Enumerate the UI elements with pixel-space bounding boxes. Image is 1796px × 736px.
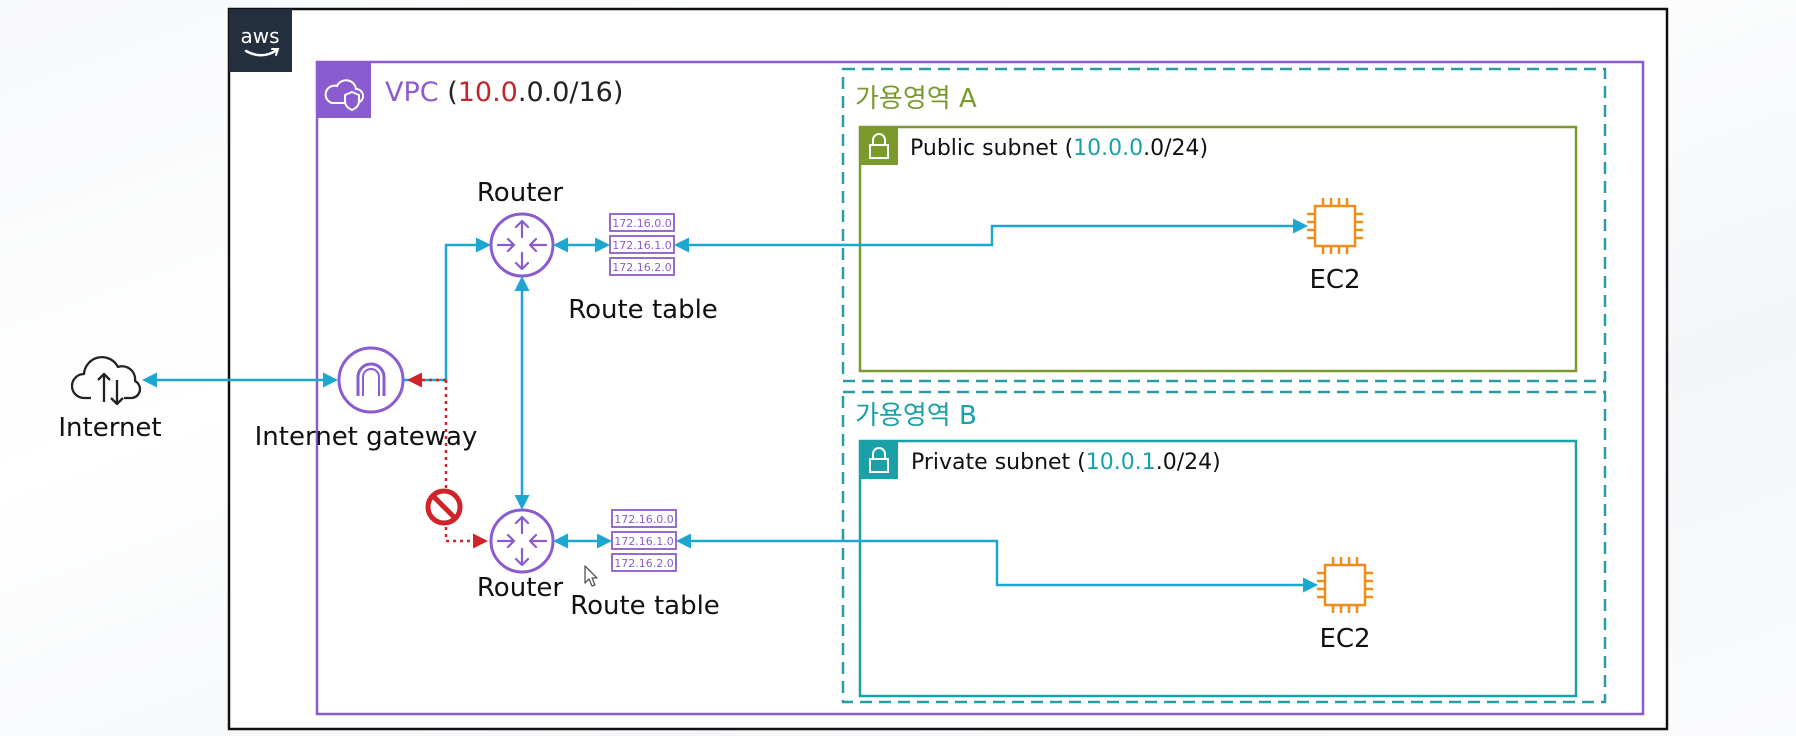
vpc-boundary: [315, 60, 1645, 716]
availability-zone-b: [841, 390, 1607, 704]
availability-zone-a: [841, 67, 1607, 383]
route-table-top-label: Route table: [568, 295, 718, 325]
cloud-updown-icon: [70, 356, 142, 406]
vpc-cloud-shield-icon: [317, 62, 371, 118]
vpc-title: VPC (10.0.0.0/16): [385, 77, 623, 108]
route-table-top: 172.16.0.0 172.16.1.0 172.16.2.0: [609, 213, 675, 276]
routetable-ec2-public-link: [674, 218, 1308, 253]
route-entry: 172.16.0.0: [612, 217, 671, 230]
connections: [142, 218, 1318, 593]
route-entry: 172.16.1.0: [614, 535, 673, 548]
blocked-path: [407, 372, 488, 549]
ec2-chip-icon: [1317, 557, 1373, 613]
vpc-name: VPC: [385, 77, 439, 108]
private-subnet-title: Private subnet (10.0.1.0/24): [911, 450, 1221, 475]
route-table-bottom-label: Route table: [570, 591, 720, 621]
aws-logo: aws: [229, 9, 292, 72]
private-subnet-cidr-highlight: 10.0.1: [1086, 450, 1156, 475]
routetable-ec2-private-link: [676, 533, 1318, 593]
route-entry: 172.16.1.0: [612, 239, 671, 252]
az-a-label: 가용영역 A: [855, 84, 977, 114]
router-bottom-label: Router: [477, 573, 563, 603]
public-subnet-cidr-highlight: 10.0.0: [1073, 136, 1143, 161]
route-entry: 172.16.2.0: [612, 261, 671, 274]
internet-gateway-icon: [337, 346, 405, 414]
mouse-cursor-icon: [584, 565, 598, 587]
ec2-chip-icon: [1307, 198, 1363, 254]
route-table-bottom: 172.16.0.0 172.16.1.0 172.16.2.0: [611, 509, 677, 572]
aws-cloud-frame: [227, 7, 1669, 731]
router-icon: [489, 212, 555, 278]
router-icon: [489, 508, 555, 574]
ec2-public-label: EC2: [1309, 265, 1360, 295]
internet-label: Internet: [58, 413, 161, 443]
route-entry: 172.16.2.0: [614, 557, 673, 570]
aws-logo-text: aws: [240, 24, 279, 48]
public-subnet-title: Public subnet (10.0.0.0/24): [910, 136, 1208, 161]
route-entry: 172.16.0.0: [614, 513, 673, 526]
lock-icon: [860, 127, 898, 165]
internet-gateway-label: Internet gateway: [255, 422, 478, 452]
vpc-cidr-highlight: 10.0: [458, 77, 518, 108]
no-entry-icon: [425, 488, 463, 526]
router-top-label: Router: [477, 178, 563, 208]
lock-icon: [860, 441, 898, 479]
ec2-private-label: EC2: [1319, 624, 1370, 654]
az-b-label: 가용영역 B: [855, 401, 977, 431]
